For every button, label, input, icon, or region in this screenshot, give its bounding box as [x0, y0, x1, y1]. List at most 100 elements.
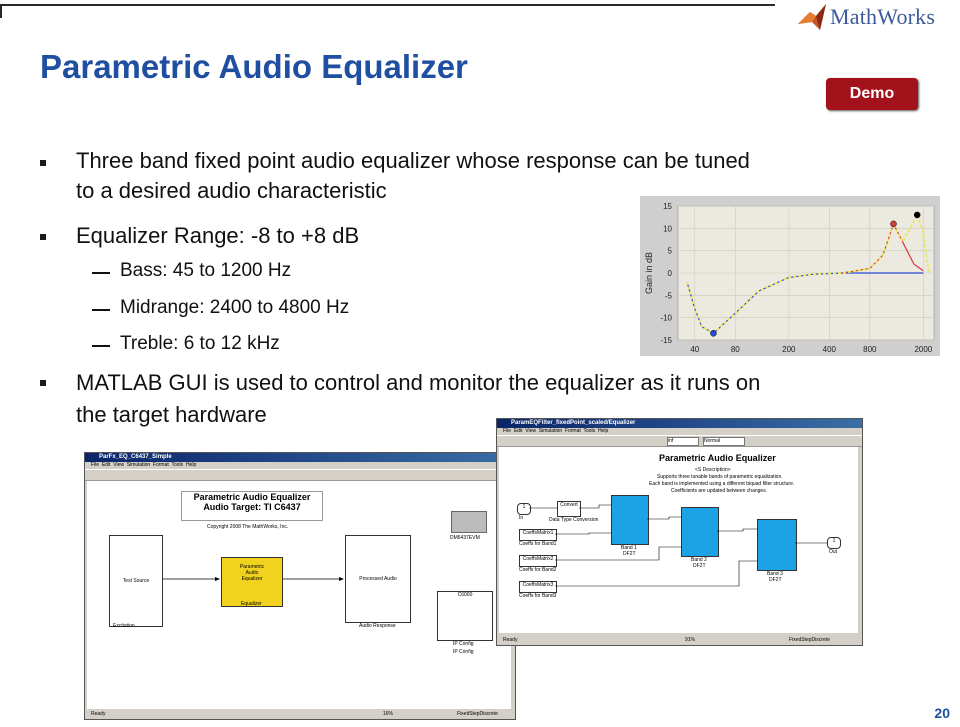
status-bar: Ready 91% FixedStepDiscrete — [499, 637, 858, 644]
band2-label: Band 2 — [691, 557, 707, 563]
coeffs-matrix3-block[interactable]: CoeffsMatrix3 — [519, 581, 557, 593]
coeffs-matrix2-block[interactable]: CoeffsMatrix2 — [519, 555, 557, 567]
c6000-block[interactable]: C6000 — [437, 591, 493, 641]
desc-line2: Supports three tunable bands of parametr… — [657, 474, 783, 480]
simulink-window-small[interactable]: ParFx_EQ_C6437_Simple File Edit View Sim… — [84, 452, 516, 720]
status-ready: Ready — [503, 637, 518, 643]
menu-view[interactable]: View — [525, 428, 536, 434]
band3-block[interactable] — [757, 519, 797, 571]
logo-text: MathWorks — [830, 4, 936, 29]
series-marker — [710, 330, 717, 337]
menu-format[interactable]: Format — [152, 462, 169, 468]
sub-bullet-text: Bass: 45 to 1200 Hz — [120, 260, 292, 281]
bullet-marker — [40, 380, 46, 386]
model-title-line1: Parametric Audio Equalizer — [193, 492, 311, 502]
excitation-label: Excitation — [113, 623, 135, 629]
menu-format[interactable]: Format — [564, 428, 581, 434]
y-tick-label: 5 — [668, 247, 673, 256]
coeffs-matrix1-block[interactable]: CoeffsMatrix1 — [519, 529, 557, 541]
series-line — [686, 212, 930, 335]
desc-line4: Coefficients are updated between changes… — [671, 488, 768, 494]
status-solver: FixedStepDiscrete — [457, 711, 498, 717]
sub-bullet-text: Midrange: 2400 to 4800 Hz — [120, 297, 350, 318]
bullet-text: Three band fixed point audio equalizer w… — [76, 148, 750, 173]
menu-bar: File Edit View Simulation Format Tools H… — [497, 428, 862, 435]
menu-simulation[interactable]: Simulation — [538, 428, 563, 434]
menu-file[interactable]: File — [503, 428, 512, 434]
menu-edit[interactable]: Edit — [101, 462, 111, 468]
menu-file[interactable]: File — [91, 462, 100, 468]
c6000-text: C6000 — [457, 592, 473, 598]
dtc-label: Data Type Conversion — [549, 517, 599, 523]
sim-time-input[interactable]: inf — [667, 437, 699, 446]
y-axis-label: Gain in dB — [644, 252, 654, 294]
evm-board-icon — [451, 511, 487, 533]
convert-block[interactable]: Convert — [557, 501, 581, 517]
y-tick-label: -5 — [665, 291, 673, 300]
x-tick-label: 400 — [823, 345, 837, 354]
model-canvas[interactable]: Parametric Audio Equalizer <S Descriptio… — [499, 447, 858, 633]
bullet-text: Equalizer Range: -8 to +8 dB — [76, 223, 360, 248]
dash-marker — [92, 345, 110, 347]
coeffs-band1-label: Coeffs for Band1 — [519, 541, 557, 547]
x-tick-label: 40 — [690, 345, 699, 354]
coeffs-band2-label: Coeffs for Band2 — [519, 567, 557, 573]
demo-badge: Demo — [826, 78, 918, 110]
evm-label: DM6437EVM — [450, 535, 480, 541]
bullet-marker — [40, 160, 46, 166]
menu-view[interactable]: View — [113, 462, 124, 468]
ip-config-label-2: IP Config — [453, 649, 474, 655]
status-ready: Ready — [91, 711, 106, 717]
simulink-window-large[interactable]: ParamEQFilter_fixedPoint_scaled/Equalize… — [496, 418, 863, 646]
dash-marker — [92, 272, 110, 274]
series-marker — [890, 220, 897, 228]
signal-lines — [529, 504, 827, 587]
y-tick-label: -15 — [660, 336, 672, 345]
y-tick-label: 15 — [663, 202, 672, 211]
bullet-text-cont: the target hardware — [76, 402, 267, 427]
menu-tools[interactable]: Tools — [171, 462, 184, 468]
x-tick-label: 800 — [863, 345, 877, 354]
menu-simulation[interactable]: Simulation — [126, 462, 151, 468]
band2-type: DF2T — [693, 563, 706, 569]
menu-tools[interactable]: Tools — [583, 428, 596, 434]
band1-type: DF2T — [623, 551, 636, 557]
sim-mode-select[interactable]: Normal — [703, 437, 745, 446]
model-title-box: Parametric Audio Equalizer Audio Target:… — [181, 491, 323, 521]
copyright-text: Copyright 2008 The MathWorks, Inc. — [207, 524, 289, 530]
model-heading: Parametric Audio Equalizer — [659, 453, 776, 463]
series-marker — [913, 211, 921, 219]
model-canvas[interactable]: Parametric Audio Equalizer Audio Target:… — [87, 481, 511, 709]
desc-line1: <S Description> — [695, 467, 731, 473]
inport-block[interactable]: 1 — [517, 503, 531, 515]
outport-block[interactable]: 1 — [827, 537, 841, 549]
y-tick-label: 10 — [663, 224, 672, 233]
processed-audio-block[interactable]: Processed Audio — [345, 535, 411, 623]
header-tick — [0, 4, 2, 18]
model-title-line2: Audio Target: TI C6437 — [203, 502, 301, 512]
dash-marker — [92, 309, 110, 311]
band2-block[interactable] — [681, 507, 719, 557]
band1-block[interactable] — [611, 495, 649, 545]
outport-label: Out — [829, 549, 838, 555]
menu-help[interactable]: Help — [597, 428, 609, 434]
menu-bar: File Edit View Simulation Format Tools H… — [85, 462, 515, 469]
status-bar: Ready 16% FixedStepDiscrete — [87, 711, 511, 718]
y-tick-label: -10 — [660, 314, 672, 323]
menu-help[interactable]: Help — [185, 462, 197, 468]
desc-line3: Each band is implemented using a differe… — [649, 481, 795, 487]
toolbar: inf Normal — [497, 435, 862, 447]
mathworks-logo-icon — [798, 4, 826, 30]
window-title: ParamEQFilter_fixedPoint_scaled/Equalize… — [497, 419, 862, 428]
menu-edit[interactable]: Edit — [513, 428, 523, 434]
page-title: Parametric Audio Equalizer — [40, 48, 468, 85]
header-rule — [0, 4, 775, 6]
equalizer-block[interactable]: Parametric Audio Equalizer — [221, 557, 283, 607]
status-zoom: 16% — [383, 711, 394, 717]
sub-bullet-text: Treble: 6 to 12 kHz — [120, 333, 280, 354]
coeffs-band3-label: Coeffs for Band3 — [519, 593, 557, 599]
status-zoom: 91% — [685, 637, 696, 643]
test-source-block[interactable]: Test Source — [109, 535, 163, 627]
